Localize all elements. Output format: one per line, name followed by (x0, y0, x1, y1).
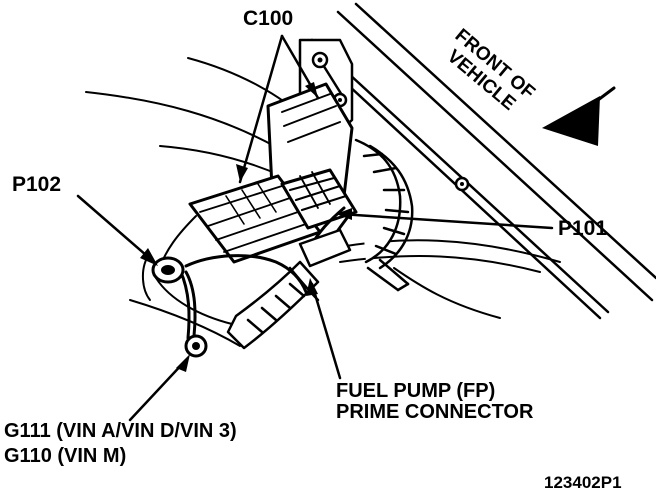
label-c100: C100 (243, 7, 294, 30)
leader-lines (76, 34, 554, 422)
figure-id: 123402P1 (544, 473, 622, 492)
p101-leader (338, 212, 554, 230)
wiring-harness (298, 138, 414, 292)
connector-p102 (142, 255, 185, 301)
body-panel-lines (306, 2, 656, 320)
ground-terminal-icon (184, 334, 208, 358)
label-fuel-pump-line1: FUEL PUMP (FP) (336, 380, 496, 402)
fuel-pump-leader (310, 282, 342, 380)
lower-harness (226, 260, 320, 350)
label-g110: G110 (VIN M) (4, 445, 127, 467)
leader-arrowheads (140, 82, 352, 372)
label-g111: G111 (VIN A/VIN D/VIN 3) (4, 420, 237, 442)
ground-leader (128, 358, 188, 422)
p102-leader (76, 194, 156, 264)
label-p101: P101 (558, 217, 608, 240)
label-p102: P102 (12, 173, 62, 196)
label-fuel-pump-line2: PRIME CONNECTOR (336, 401, 534, 423)
front-arrow-icon (542, 86, 616, 146)
c100-leader-left (238, 34, 284, 184)
